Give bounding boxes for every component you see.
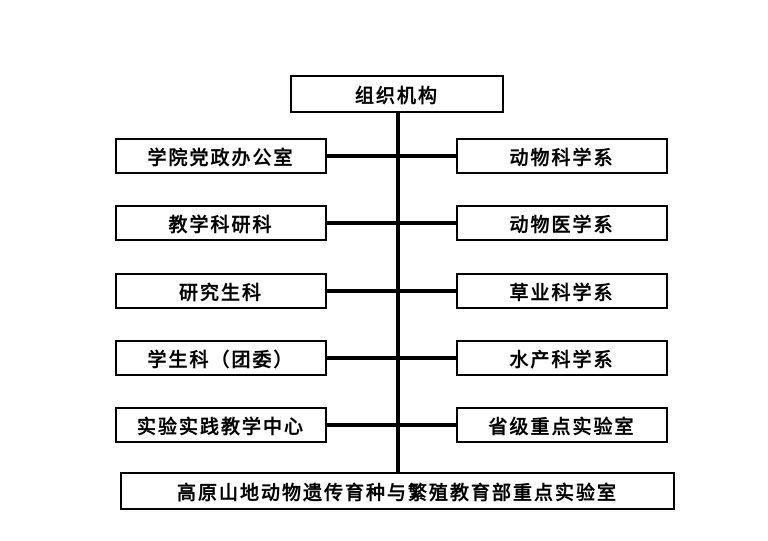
org-root-box: 组织机构 xyxy=(290,75,504,113)
connector-row-2 xyxy=(326,221,458,225)
org-bottom-box: 高原山地动物遗传育种与繁殖教育部重点实验室 xyxy=(120,472,675,510)
org-box-right-1: 动物科学系 xyxy=(456,138,668,174)
org-box-left-4: 学生科（团委） xyxy=(115,340,327,376)
connector-row-4 xyxy=(326,356,458,360)
org-box-right-5: 省级重点实验室 xyxy=(456,407,668,443)
org-box-right-4: 水产科学系 xyxy=(456,340,668,376)
org-box-left-5: 实验实践教学中心 xyxy=(115,407,327,443)
connector-row-5 xyxy=(326,423,458,427)
connector-row-1 xyxy=(326,154,458,158)
org-box-left-1: 学院党政办公室 xyxy=(115,138,327,174)
org-box-left-3: 研究生科 xyxy=(115,273,327,309)
org-box-right-3: 草业科学系 xyxy=(456,273,668,309)
connector-row-3 xyxy=(326,289,458,293)
org-box-right-2: 动物医学系 xyxy=(456,205,668,241)
org-box-left-2: 教学科研科 xyxy=(115,205,327,241)
